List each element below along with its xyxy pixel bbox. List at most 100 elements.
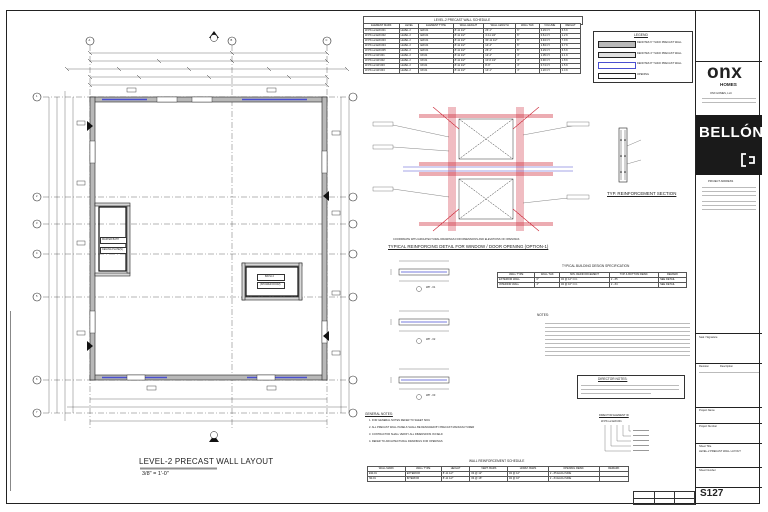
table-cell: 2 - #4 (608, 282, 660, 288)
element-mark-example: W-PK-L2-EW-001 (601, 420, 622, 423)
project-logo: BELLÓN (699, 124, 764, 141)
legend-item-4in: DENOTES 4" THICK PRECAST WALL (637, 51, 682, 55)
director-notes-box: DIRECTOR NOTES: (577, 375, 685, 399)
general-note-1: 1. FOR GENERAL NOTES REFER TO SHEET S001 (369, 419, 430, 422)
sheet-number-label: Sheet Number (699, 469, 716, 472)
drawing-scale: 3/8" = 1'-0" (142, 471, 169, 477)
sheet-title-value: LEVEL-2 PRECAST WALL LAYOUT (699, 450, 741, 453)
ceiling-plate-label: CEILING PLATE(S) (102, 248, 123, 251)
general-note-4: 4. REFER TO ARCHITECTURAL DRAWINGS FOR O… (369, 440, 443, 443)
grid-label-4: 4 (36, 251, 38, 255)
table-cell: 4" (534, 282, 561, 288)
table-cell: #4 @ 16" O.C. (559, 282, 610, 288)
floor-plan-drawing (10, 31, 358, 491)
grid-label-B: B (230, 38, 233, 42)
ceiling-plate-tag: CEILING PLATE(S) (100, 247, 127, 254)
bath-2-tag: BATH 2 (257, 274, 285, 281)
wall-section-label-3: WP - 03 (426, 394, 436, 397)
legend-item-8in: DENOTES 8" THICK PRECAST WALL (637, 62, 682, 65)
company-address: ONX HOMES, LLC (710, 92, 733, 95)
grid-label-2: 2 (36, 194, 38, 198)
table-cell: W-PK-L2-IW-004 (363, 68, 400, 74)
grid-label-6: 6 (36, 377, 38, 381)
table-cell: 8'-11 1/2" (452, 68, 485, 74)
table-cell: 8'-11 1/2" (440, 476, 471, 482)
drawing-title: LEVEL-2 PRECAST WALL LAYOUT (139, 457, 274, 466)
project-logo-panel: BELLÓN (696, 115, 764, 175)
grid-label-1: 1 (36, 94, 38, 98)
seal-label: Seal / Signature (699, 336, 718, 339)
table-cell: #4 @ 16" (469, 476, 509, 482)
legend-title: LEGEND (634, 33, 648, 37)
legend-swatch-6in (598, 41, 636, 48)
grid-label-3: 3 (36, 221, 38, 225)
table-cell: IW-01 (367, 476, 406, 482)
general-notes-title: GENERAL NOTES: (365, 412, 393, 416)
project-address: PROJECT ADDRESS (708, 180, 734, 183)
window-detail-title: TYPICAL REINFORCING DETAIL FOR WINDOW / … (388, 244, 549, 249)
sheet-number: S127 (700, 488, 724, 499)
grid-label-5: 5 (36, 294, 38, 298)
legend-swatch-4in (598, 52, 636, 58)
title-block: onx HOMES ONX HOMES, LLC BELLÓN PROJECT … (695, 11, 764, 505)
element-mark-key: DIRECTOR ELEMENT ID W-PK-L2-EW-001 (599, 414, 659, 455)
window-detail-note: COORDINATE WITH ARCHITECTURAL DRAWINGS F… (393, 238, 520, 241)
project-number-label: Project Number (699, 425, 718, 428)
window-reinforcing-detail (372, 107, 590, 232)
reinforcement-section-title: TYP. REINFORCEMENT SECTION (607, 191, 677, 196)
table-cell: LEVEL 2 (398, 68, 420, 74)
table-cell: INTERIOR (404, 476, 442, 482)
element-mark-title: DIRECTOR ELEMENT ID (599, 414, 629, 417)
grid-label-A: A (88, 38, 91, 42)
project-name-label: Project Name (699, 409, 715, 412)
general-note-2: 2. ALL PRECAST WALL PANELS SHALL BE DESI… (369, 426, 475, 429)
bottom-schedule-title: WALL REINFORCEMENT SCHEDULE (469, 459, 525, 463)
table-cell (598, 476, 630, 482)
legend-item-opening: OPENING (637, 72, 649, 76)
schedule-title: LEVEL-2 PRECAST WALL SCHEDULE (434, 17, 491, 22)
table-cell: 4" (515, 68, 540, 74)
master-bath-tag: MASTER BATH (100, 237, 127, 244)
bath-2-label: BATH 2 (265, 275, 274, 278)
notes-lines (545, 320, 690, 359)
revision-label: Revision (699, 365, 709, 368)
notes-title: NOTES: (537, 313, 549, 317)
master-bath-label: MASTER BATH (102, 238, 119, 241)
legend-swatch-8in (598, 62, 636, 69)
shower-room-label: (SHOWER ROOM) (260, 283, 281, 286)
grid-label-C: C (325, 38, 328, 42)
table-cell: 14'-1" (483, 68, 517, 74)
company-sub: HOMES (720, 82, 737, 87)
wall-sections-drawing (390, 260, 450, 400)
project-mark-icon (741, 153, 755, 167)
reinforcement-section-drawing (618, 127, 642, 183)
bath-2-box (245, 266, 299, 297)
shower-room-tag: (SHOWER ROOM) (257, 282, 285, 289)
table-cell: IW-01 (418, 68, 454, 74)
director-notes-title: DIRECTOR NOTES: (598, 377, 628, 381)
stamp-boxes (633, 491, 695, 505)
design-spec-title: TYPICAL BUILDING DESIGN SPECIFICATION (562, 264, 630, 268)
drawing-sheet: A B C 1 2 3 4 5 6 7 MASTER BATH CEILING … (6, 10, 764, 505)
wall-section-label-2: WP - 02 (426, 338, 436, 341)
table-cell: #4 @ 16" (507, 476, 549, 482)
sheet-title-label: Sheet Title (699, 445, 712, 448)
table-cell: 1.20 CY (538, 68, 561, 74)
grid-label-7: 7 (36, 410, 38, 414)
table-cell: 2 - #4 EACH SIDE (547, 476, 600, 482)
table-cell: 2.4 K (559, 68, 582, 74)
legend-box: LEGEND DENOTES 6" THICK PRECAST WALL DEN… (593, 31, 693, 83)
table-cell: INTERIOR WALL (496, 282, 536, 288)
legend-swatch-opening (598, 73, 636, 79)
general-note-3: 3. CONTRACTOR SHALL VERIFY ALL DIMENSION… (369, 433, 443, 436)
legend-item-6in: DENOTES 6" THICK PRECAST WALL (637, 41, 682, 44)
description-label: Description (720, 365, 733, 368)
